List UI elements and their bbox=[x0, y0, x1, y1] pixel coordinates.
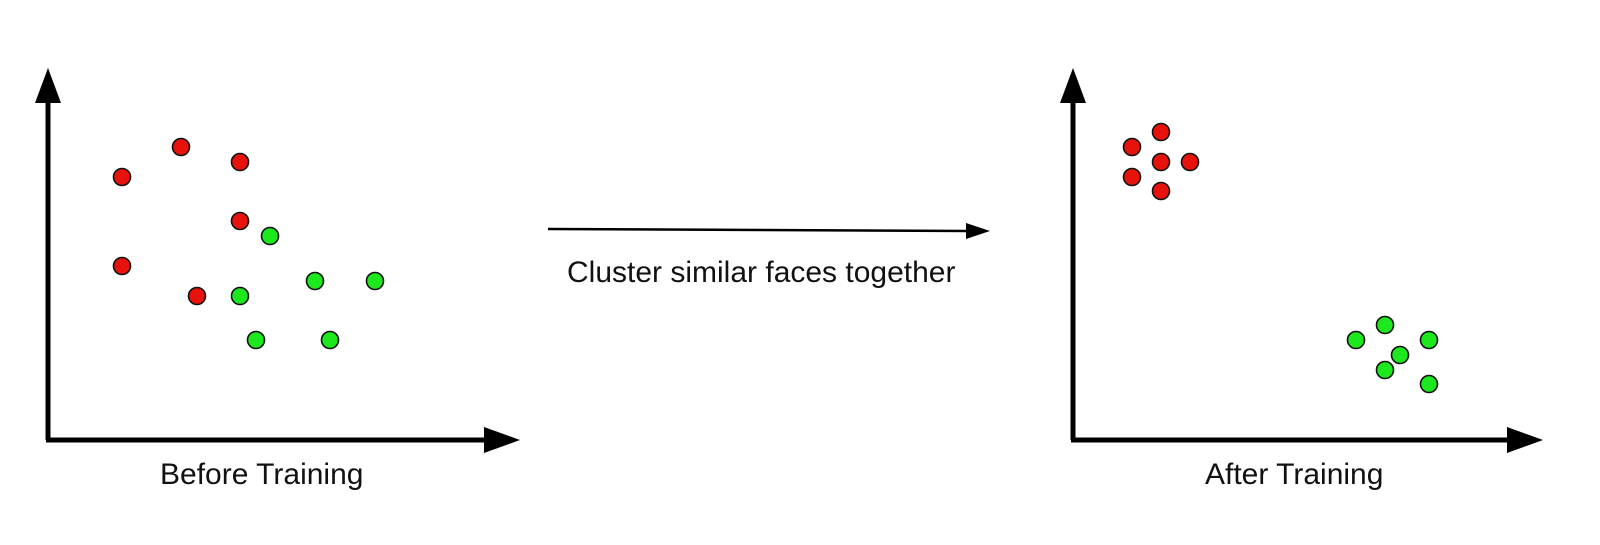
before-training-label: Before Training bbox=[160, 458, 364, 491]
before-point-red bbox=[171, 137, 191, 157]
after-training-label: After Training bbox=[1205, 458, 1384, 491]
after-point-red bbox=[1180, 152, 1200, 172]
after-point-green bbox=[1390, 345, 1410, 365]
before-point-red bbox=[112, 167, 132, 187]
transition-arrow-line bbox=[547, 227, 969, 233]
after-point-red bbox=[1122, 167, 1142, 187]
before-point-green bbox=[230, 286, 250, 306]
before-point-green bbox=[260, 226, 280, 246]
after-point-red bbox=[1122, 137, 1142, 157]
transition-label: Cluster similar faces together bbox=[567, 256, 956, 289]
before-point-red bbox=[187, 286, 207, 306]
transition-arrowhead bbox=[966, 223, 990, 239]
before-point-green bbox=[365, 271, 385, 291]
after-point-red bbox=[1151, 122, 1171, 142]
after-point-green bbox=[1419, 374, 1439, 394]
before-point-green bbox=[305, 271, 325, 291]
after-y-axis-arrowhead bbox=[1060, 68, 1086, 103]
after-x-axis-arrowhead bbox=[1507, 427, 1543, 453]
before-point-red bbox=[230, 211, 250, 231]
transition-arrow-group bbox=[547, 223, 990, 239]
after-point-green bbox=[1346, 330, 1366, 350]
before-points-group bbox=[112, 137, 385, 350]
before-x-axis-arrowhead bbox=[484, 427, 520, 453]
after-point-green bbox=[1419, 330, 1439, 350]
before-training-panel bbox=[35, 68, 520, 453]
before-point-red bbox=[230, 152, 250, 172]
before-point-green bbox=[246, 330, 266, 350]
after-point-green bbox=[1375, 315, 1395, 335]
after-points-group bbox=[1122, 122, 1439, 394]
before-point-green bbox=[320, 330, 340, 350]
after-training-panel bbox=[1060, 68, 1543, 453]
after-point-green bbox=[1375, 360, 1395, 380]
after-point-red bbox=[1151, 152, 1171, 172]
before-point-red bbox=[112, 256, 132, 276]
before-y-axis-arrowhead bbox=[35, 68, 61, 103]
after-point-red bbox=[1151, 181, 1171, 201]
